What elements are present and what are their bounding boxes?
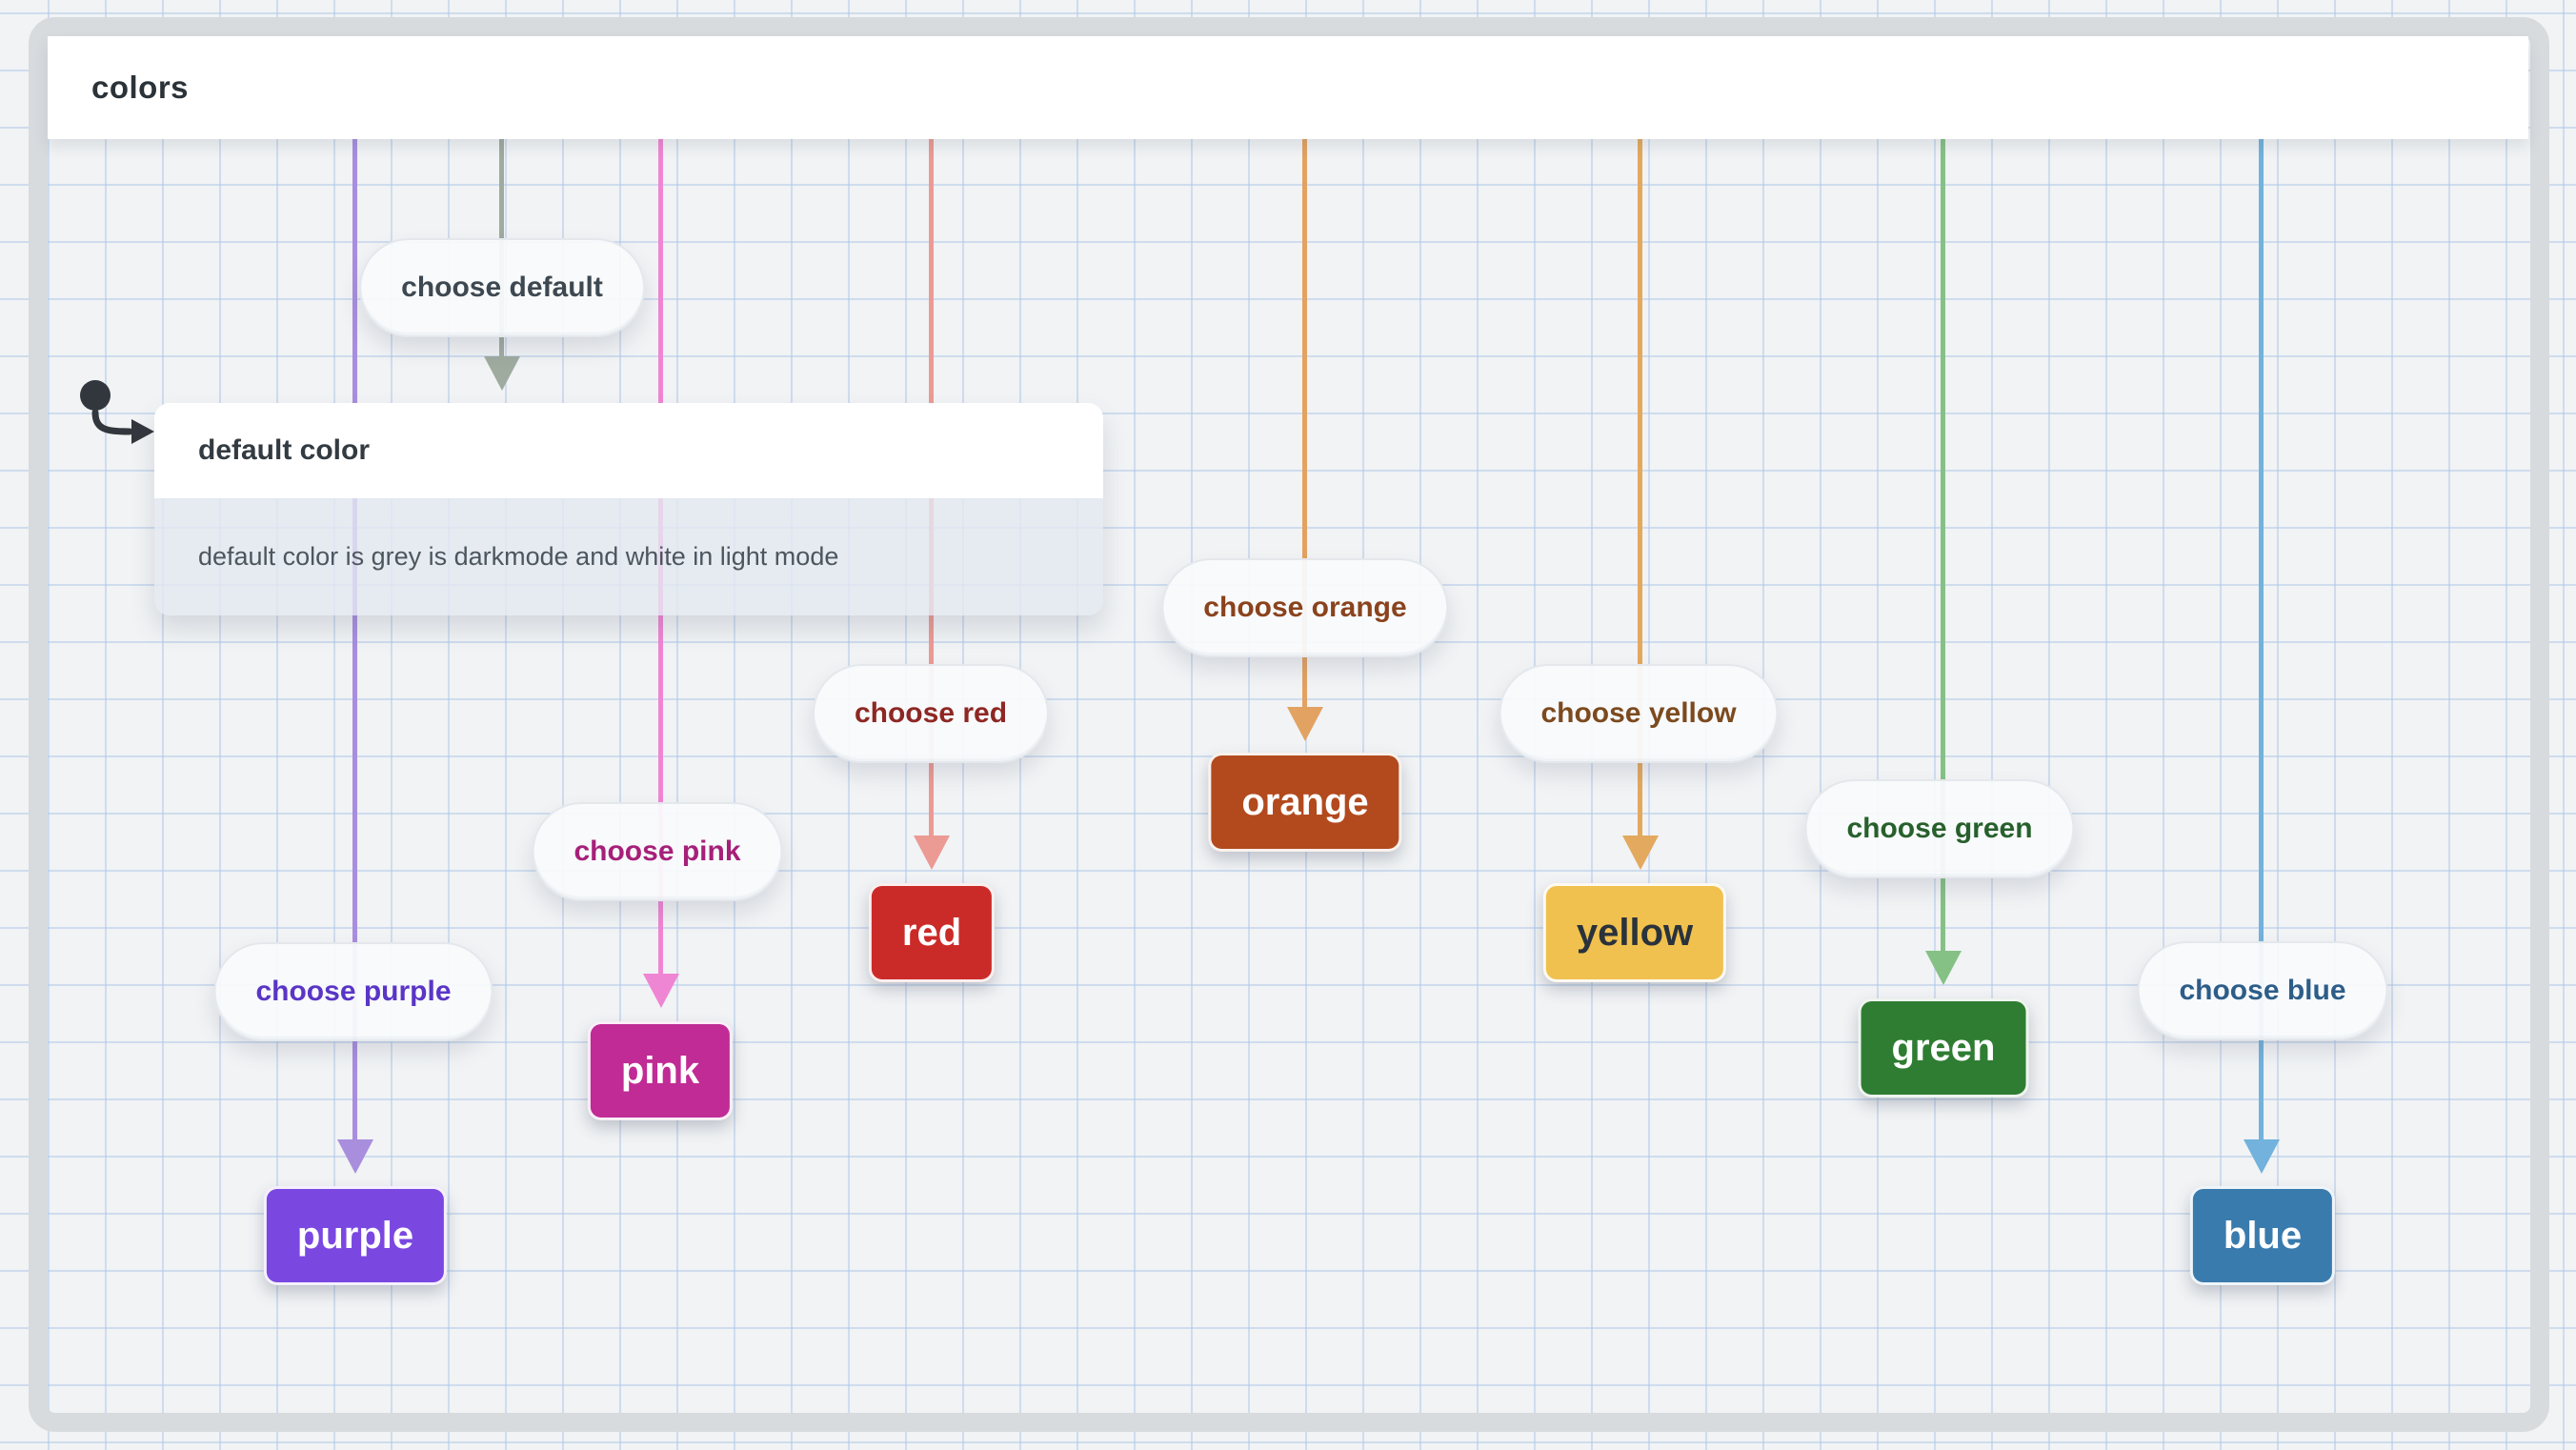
state-orange[interactable]: orange — [1208, 753, 1402, 852]
arrowhead-default — [484, 356, 520, 391]
initial-state-dot — [80, 380, 111, 411]
edge-label-choose-red[interactable]: choose red — [812, 664, 1050, 763]
state-default-color-description: default color is grey is darkmode and wh… — [154, 498, 1103, 615]
edge-label-choose-yellow[interactable]: choose yellow — [1499, 664, 1779, 763]
transition-line-green — [1941, 139, 1945, 951]
transition-line-yellow — [1638, 139, 1642, 836]
diagram-title-bar: colors — [48, 36, 2528, 139]
edge-label-text: choose purple — [255, 976, 452, 1007]
transition-line-orange — [1302, 139, 1307, 707]
state-label: yellow — [1576, 911, 1694, 954]
state-default-color[interactable]: default color default color is grey is d… — [154, 403, 1103, 615]
initial-state-marker — [80, 380, 154, 444]
edge-label-text: choose default — [401, 272, 603, 303]
edge-label-text: choose blue — [2179, 975, 2346, 1006]
state-red[interactable]: red — [868, 883, 996, 982]
state-green[interactable]: green — [1858, 998, 2029, 1098]
edge-label-text: choose orange — [1203, 592, 1407, 623]
edge-label-choose-purple[interactable]: choose purple — [213, 942, 493, 1041]
arrowhead-red — [914, 836, 950, 870]
diagram-title: colors — [91, 70, 190, 105]
state-default-color-description-text: default color is grey is darkmode and wh… — [198, 542, 839, 571]
arrowhead-purple — [337, 1139, 373, 1174]
composite-state-frame — [29, 17, 2549, 1432]
transition-line-blue — [2259, 139, 2264, 1139]
state-label: blue — [2223, 1214, 2303, 1257]
state-label: red — [901, 911, 962, 954]
edge-label-choose-blue[interactable]: choose blue — [2137, 941, 2388, 1040]
arrowhead-orange — [1287, 707, 1323, 741]
edge-label-text: choose yellow — [1540, 697, 1737, 729]
edge-label-choose-green[interactable]: choose green — [1804, 779, 2075, 878]
state-label: purple — [296, 1214, 414, 1257]
state-pink[interactable]: pink — [587, 1021, 734, 1120]
state-default-color-title: default color — [198, 434, 371, 466]
arrowhead-pink — [643, 974, 679, 1008]
edge-label-text: choose green — [1846, 813, 2033, 844]
initial-state-arrowhead — [131, 419, 154, 444]
state-label: orange — [1241, 780, 1369, 823]
edge-label-text: choose pink — [574, 836, 741, 867]
state-label: green — [1891, 1026, 1996, 1069]
edge-label-choose-default[interactable]: choose default — [359, 238, 645, 337]
initial-state-arrow-curve — [91, 409, 133, 435]
state-blue[interactable]: blue — [2189, 1186, 2336, 1285]
state-yellow[interactable]: yellow — [1542, 883, 1727, 982]
transition-line-purple — [352, 139, 357, 1139]
arrowhead-yellow — [1622, 836, 1659, 870]
edge-label-text: choose red — [854, 697, 1008, 729]
state-default-color-header: default color — [154, 403, 1103, 498]
arrowhead-blue — [2244, 1139, 2280, 1174]
edge-label-choose-pink[interactable]: choose pink — [532, 802, 783, 901]
state-purple[interactable]: purple — [263, 1186, 448, 1285]
state-label: pink — [620, 1049, 700, 1092]
arrowhead-green — [1925, 951, 1962, 985]
edge-label-choose-orange[interactable]: choose orange — [1161, 558, 1449, 657]
